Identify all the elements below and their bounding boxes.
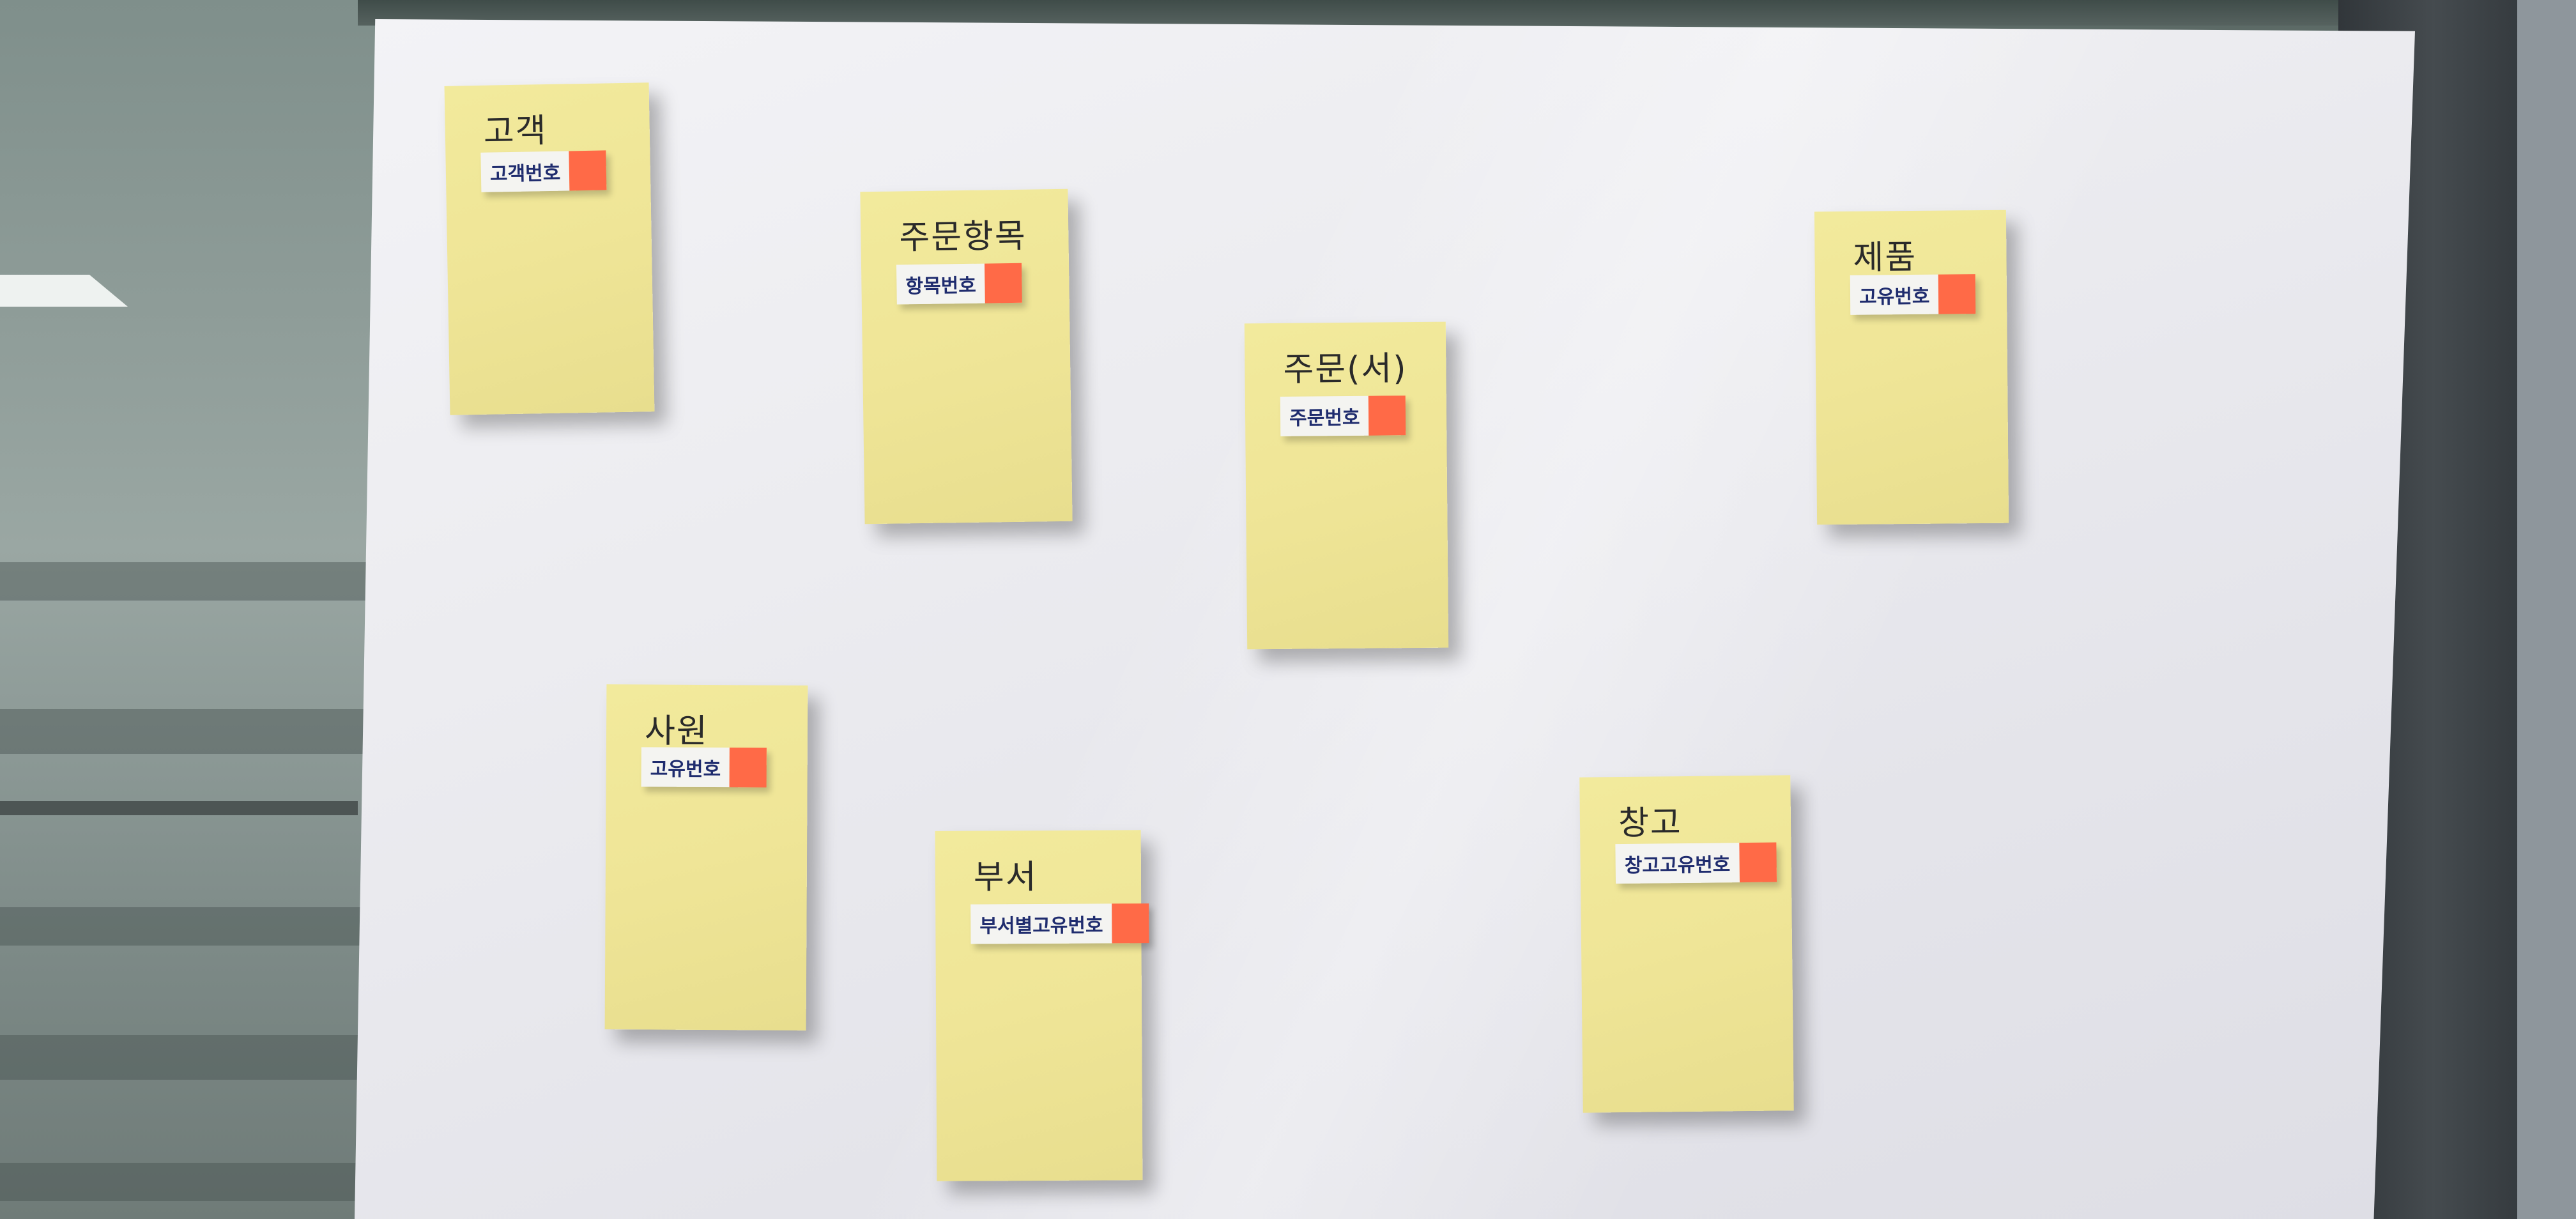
flag-tab [985, 263, 1023, 303]
tag-label: 부서별고유번호 [970, 903, 1112, 944]
tag-label: 주문번호 [1280, 395, 1369, 436]
note-title: 창고 [1618, 804, 1683, 843]
tag-label: 고유번호 [1850, 274, 1939, 315]
note-title: 부서 [973, 858, 1038, 897]
note-tag: 고객번호 [480, 150, 607, 192]
note-title: 고객 [483, 112, 548, 151]
frosted-glass-wall [0, 0, 383, 1219]
glass-ledge [0, 801, 358, 815]
note-title: 주문(서) [1283, 349, 1407, 389]
sticky-note-warehouse[interactable]: 창고 창고고유번호 [1579, 775, 1794, 1113]
sticky-note-product[interactable]: 제품 고유번호 [1814, 210, 2009, 525]
tag-label: 고객번호 [480, 151, 570, 192]
sticky-note-customer[interactable]: 고객 고객번호 [444, 82, 655, 415]
flag-tab [1738, 842, 1777, 883]
note-tag: 부서별고유번호 [970, 903, 1149, 944]
glass-stripe [0, 709, 383, 754]
tag-label: 창고고유번호 [1615, 843, 1740, 884]
flag-tab [729, 747, 767, 788]
ceiling-light-reflection [0, 275, 128, 307]
note-tag: 항목번호 [896, 263, 1023, 305]
note-tag: 고유번호 [641, 747, 767, 788]
note-title: 주문항목 [898, 217, 1027, 257]
glass-stripe [0, 1163, 383, 1201]
glass-stripe [0, 907, 383, 946]
glass-stripe [0, 1035, 383, 1080]
note-title: 사원 [644, 712, 709, 751]
window-frame-edge [2517, 0, 2576, 1219]
flag-tab [569, 150, 607, 191]
flag-tab [1368, 395, 1406, 436]
tag-label: 고유번호 [641, 747, 730, 788]
note-tag: 주문번호 [1280, 395, 1406, 436]
flag-tab [1938, 274, 1976, 314]
note-tag: 고유번호 [1850, 274, 1976, 315]
glass-stripe [0, 562, 383, 601]
sticky-note-order-item[interactable]: 주문항목 항목번호 [860, 188, 1073, 525]
note-title: 제품 [1853, 238, 1917, 277]
sticky-note-employee[interactable]: 사원 고유번호 [604, 684, 808, 1031]
tag-label: 항목번호 [896, 263, 986, 305]
flag-tab [1112, 903, 1149, 944]
note-tag: 창고고유번호 [1615, 842, 1777, 884]
sticky-note-order[interactable]: 주문(서) 주문번호 [1244, 321, 1449, 650]
sticky-note-department[interactable]: 부서 부서별고유번호 [935, 830, 1149, 1181]
